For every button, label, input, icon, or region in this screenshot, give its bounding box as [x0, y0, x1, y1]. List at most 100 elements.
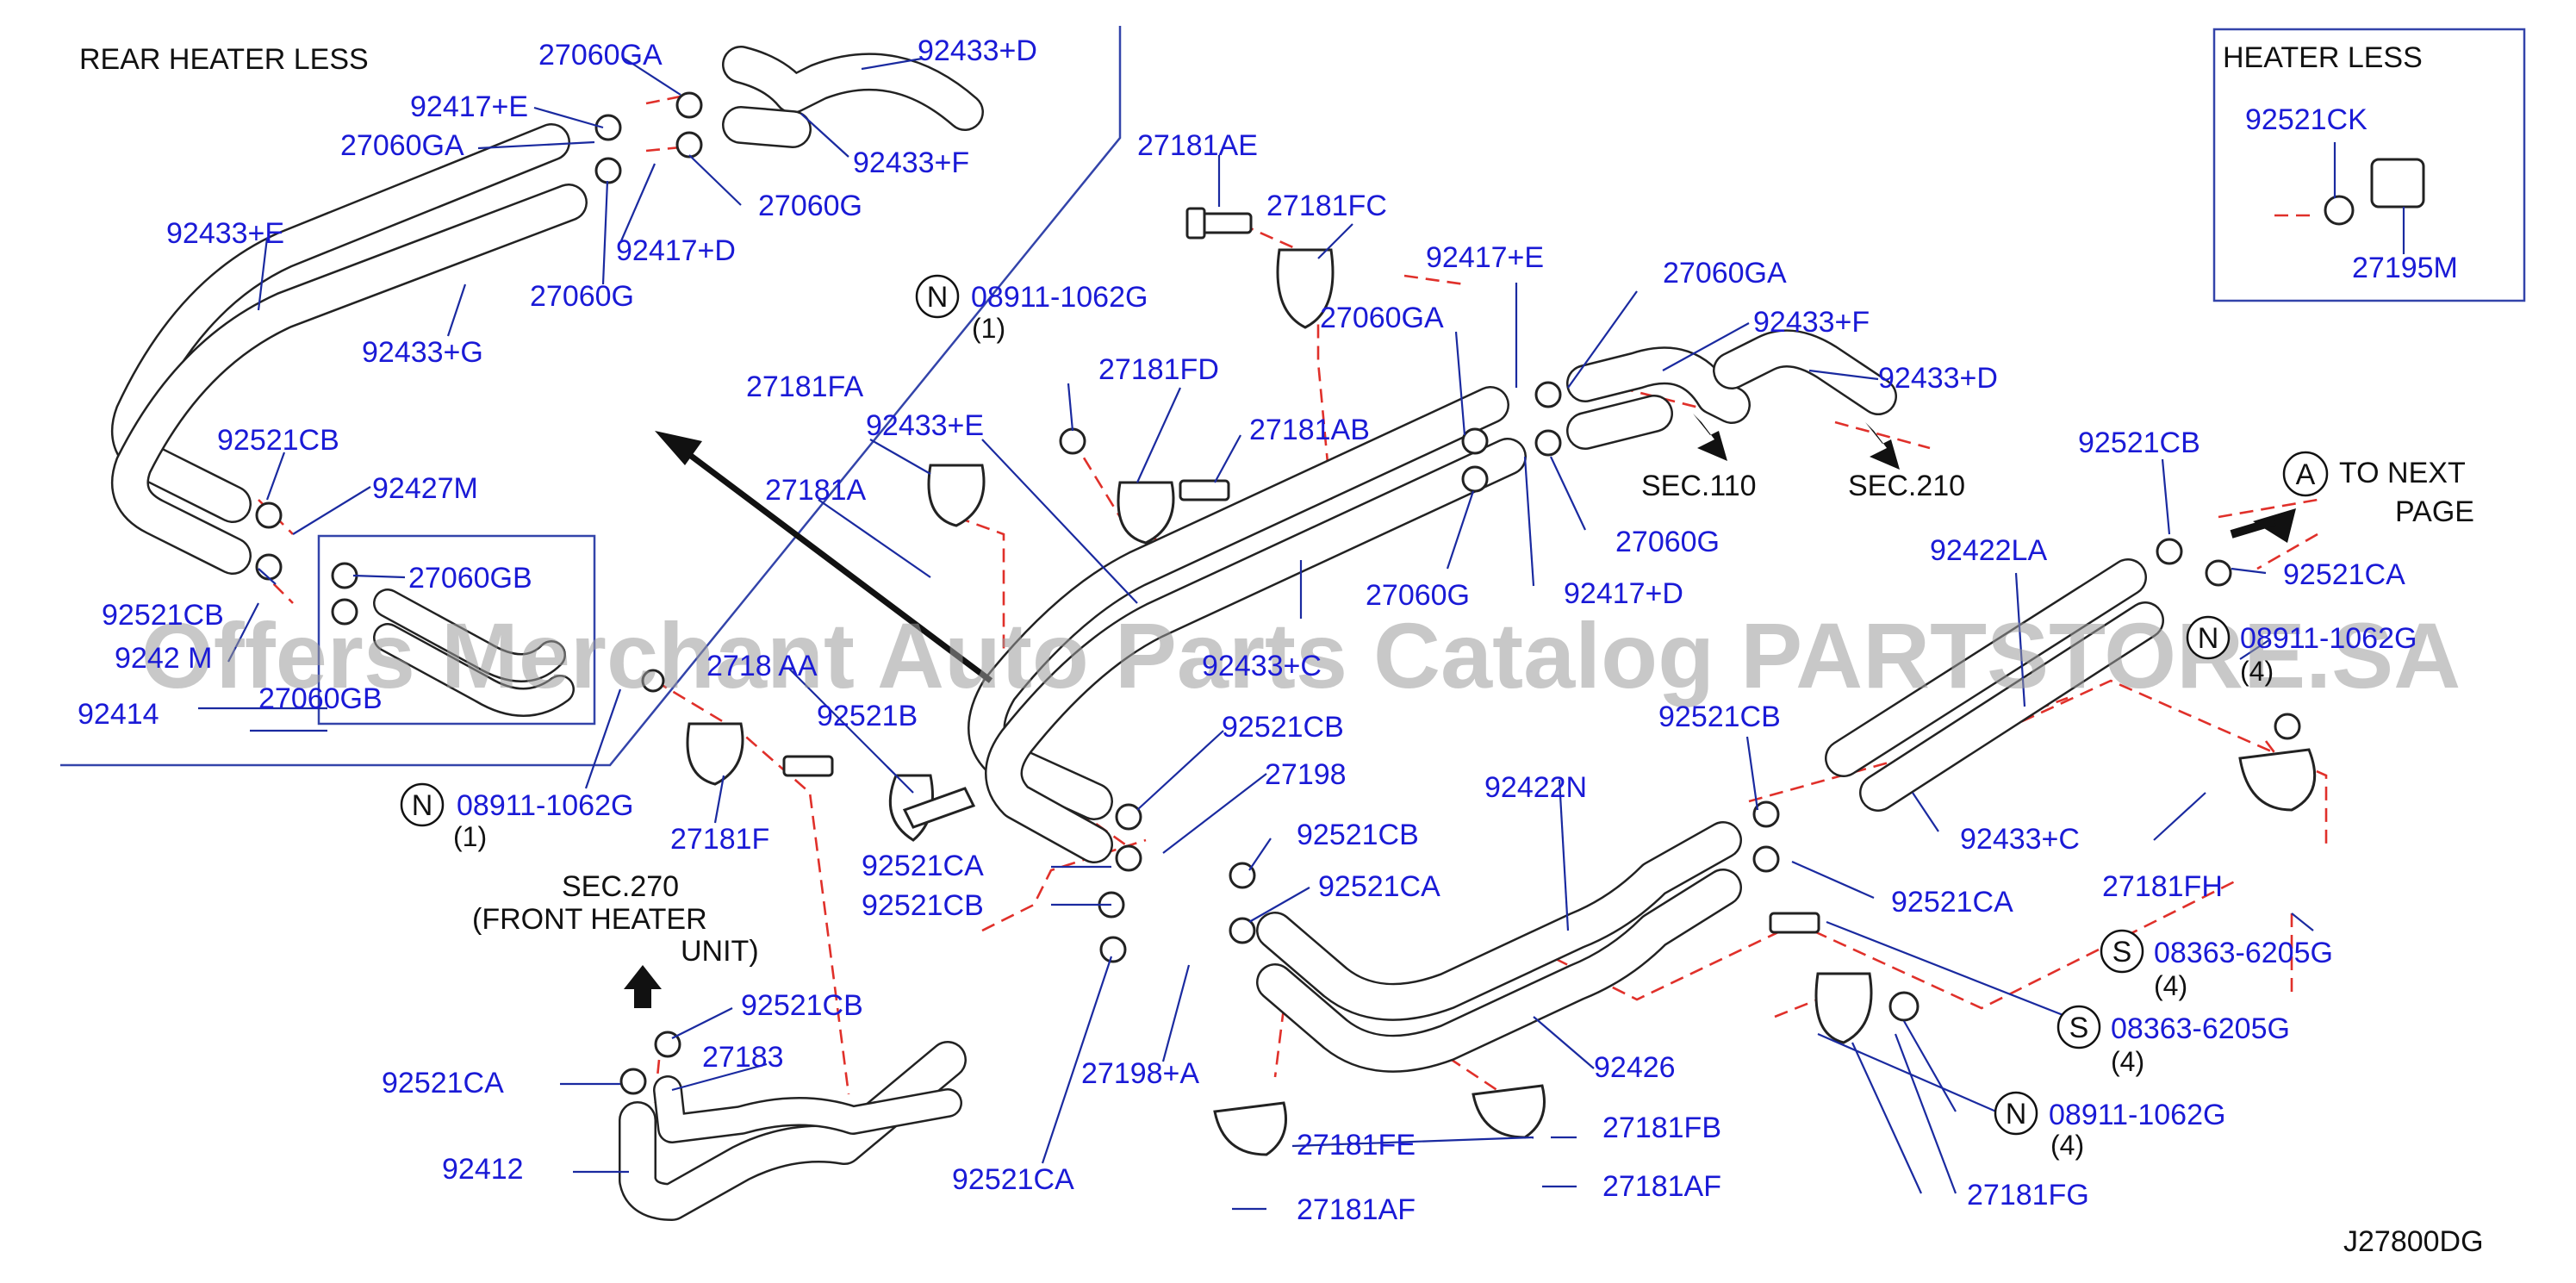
part-label[interactable]: 92412	[442, 1153, 524, 1186]
part-label[interactable]: 27181FH	[2102, 870, 2223, 903]
front-heater-label-2: UNIT)	[681, 935, 759, 968]
part-label[interactable]: 92433+E	[866, 409, 984, 442]
part-label[interactable]: 08363-6205G	[2111, 1012, 2290, 1045]
part-label[interactable]: 92521CA	[2283, 558, 2405, 591]
n-symbol-3-letter: N	[2198, 622, 2219, 655]
part-label[interactable]: 08911-1062G	[2049, 1099, 2225, 1131]
part-label[interactable]: 27181FC	[1266, 190, 1387, 222]
part-label[interactable]: 92521B	[817, 700, 918, 732]
sec-210-ref[interactable]: SEC.210	[1848, 470, 1965, 502]
part-label[interactable]: 92521CB	[2078, 427, 2200, 459]
qty-note: (1)	[453, 821, 487, 852]
next-page-text-1[interactable]: TO NEXT	[2339, 457, 2466, 489]
part-label[interactable]: 08363-6205G	[2154, 937, 2333, 969]
part-label[interactable]: 27060G	[758, 190, 862, 222]
part-label[interactable]: 92433+F	[853, 146, 969, 179]
n-symbol-3: N	[2186, 615, 2231, 660]
n-symbol-4-letter: N	[2006, 1098, 2027, 1130]
sec-270-ref[interactable]: SEC.270	[562, 870, 679, 903]
part-label[interactable]: 92521CA	[1891, 886, 2013, 919]
part-label[interactable]: 27181AB	[1249, 414, 1370, 446]
part-label[interactable]: 92422N	[1484, 771, 1587, 804]
part-label[interactable]: 92417+D	[1564, 577, 1683, 610]
part-label[interactable]: 27195M	[2352, 252, 2458, 284]
hose-set-lower	[1256, 558, 2164, 1073]
part-label[interactable]: 27181FA	[746, 371, 863, 403]
n-symbol-1: N	[915, 274, 960, 319]
part-label[interactable]: 92521CA	[862, 850, 984, 882]
part-label[interactable]: 92417+E	[1426, 241, 1544, 274]
part-label[interactable]: 27060GB	[258, 682, 383, 715]
part-label[interactable]: 92521CB	[862, 889, 984, 922]
diagram-code: J27800DG	[2343, 1225, 2484, 1258]
part-label[interactable]: 27181AE	[1137, 129, 1258, 162]
part-label[interactable]: 27060GA	[1320, 302, 1444, 334]
next-page-text-2[interactable]: PAGE	[2395, 495, 2474, 528]
part-label[interactable]: 92433+D	[918, 34, 1037, 67]
part-label[interactable]: 92521CB	[102, 599, 224, 632]
qty-note: (4)	[2240, 656, 2274, 687]
qty-note: (4)	[2111, 1046, 2144, 1077]
part-label[interactable]: 27181FB	[1602, 1112, 1721, 1144]
heater-less-title: HEATER LESS	[2223, 41, 2423, 74]
part-label[interactable]: 92433+D	[1878, 362, 1998, 395]
part-label[interactable]: 92521CA	[952, 1163, 1074, 1196]
part-label[interactable]: 92433+F	[1753, 306, 1870, 339]
part-label[interactable]: 27183	[702, 1041, 784, 1074]
s-symbol-1-letter: S	[2112, 936, 2132, 968]
bolts-nuts	[641, 207, 2301, 1022]
part-label[interactable]: 92414	[78, 698, 159, 731]
part-label[interactable]: 08911-1062G	[457, 789, 633, 822]
part-label[interactable]: 27060GB	[408, 562, 532, 595]
front-heater-label-1: (FRONT HEATER	[472, 903, 707, 936]
part-label[interactable]: 92521CA	[1318, 870, 1440, 903]
part-label[interactable]: 27181F	[670, 823, 769, 856]
qty-note: (4)	[2050, 1130, 2084, 1161]
qty-note: (1)	[972, 313, 1005, 344]
part-label[interactable]: 27060G	[1615, 526, 1720, 558]
part-label[interactable]: 92521CK	[2245, 103, 2368, 136]
part-label[interactable]: 27198	[1265, 758, 1347, 791]
part-label[interactable]: 92433+C	[1202, 650, 1322, 682]
part-label[interactable]: 92417+E	[410, 90, 528, 123]
part-label[interactable]: 92433+E	[166, 217, 284, 250]
part-label[interactable]: 92521CB	[1658, 701, 1781, 733]
part-label[interactable]: 27198+A	[1081, 1057, 1199, 1090]
part-label[interactable]: 92426	[1594, 1051, 1676, 1084]
part-label[interactable]: 27181AF	[1297, 1193, 1416, 1226]
part-label[interactable]: 92521CB	[217, 424, 339, 457]
part-label[interactable]: 92422LA	[1930, 534, 2047, 567]
part-label[interactable]: 27060GA	[1663, 257, 1787, 290]
part-label[interactable]: 27181FG	[1967, 1179, 2089, 1211]
rear-heater-less-title: REAR HEATER LESS	[79, 43, 369, 76]
part-label[interactable]: 08911-1062G	[2240, 622, 2417, 655]
hose-set-main	[968, 329, 1897, 863]
part-label[interactable]: 27060GA	[538, 39, 663, 72]
part-label[interactable]: 27181A	[765, 474, 867, 507]
leader-lines	[198, 57, 2405, 1211]
part-label[interactable]: 92433+C	[1960, 823, 2080, 856]
part-label[interactable]: 27181AF	[1602, 1170, 1721, 1203]
next-page-marker[interactable]: A	[2282, 451, 2329, 497]
part-label[interactable]: 92417+D	[616, 234, 736, 267]
sec-110-ref[interactable]: SEC.110	[1641, 470, 1757, 502]
part-label[interactable]: 27181FE	[1297, 1129, 1416, 1162]
part-label[interactable]: 92521CB	[1297, 819, 1419, 851]
part-label[interactable]: 9242 M	[115, 642, 212, 675]
part-label[interactable]: 92433+G	[362, 336, 483, 369]
part-label[interactable]: 2718 AA	[706, 650, 818, 682]
part-label[interactable]: 27060G	[1366, 579, 1470, 612]
part-label[interactable]: 92521CB	[1222, 711, 1344, 744]
next-page-marker-letter: A	[2296, 458, 2316, 491]
part-label[interactable]: 92521CA	[382, 1067, 504, 1099]
part-label[interactable]: 27060G	[530, 280, 634, 313]
n-symbol-2-letter: N	[412, 789, 433, 822]
n-symbol-1-letter: N	[927, 281, 949, 314]
part-label[interactable]: 92521CB	[741, 989, 863, 1022]
part-label[interactable]: 27060GA	[340, 129, 464, 162]
part-label[interactable]: 92427M	[372, 472, 478, 505]
part-label[interactable]: 08911-1062G	[971, 281, 1148, 314]
part-label[interactable]: 27181FD	[1098, 353, 1219, 386]
